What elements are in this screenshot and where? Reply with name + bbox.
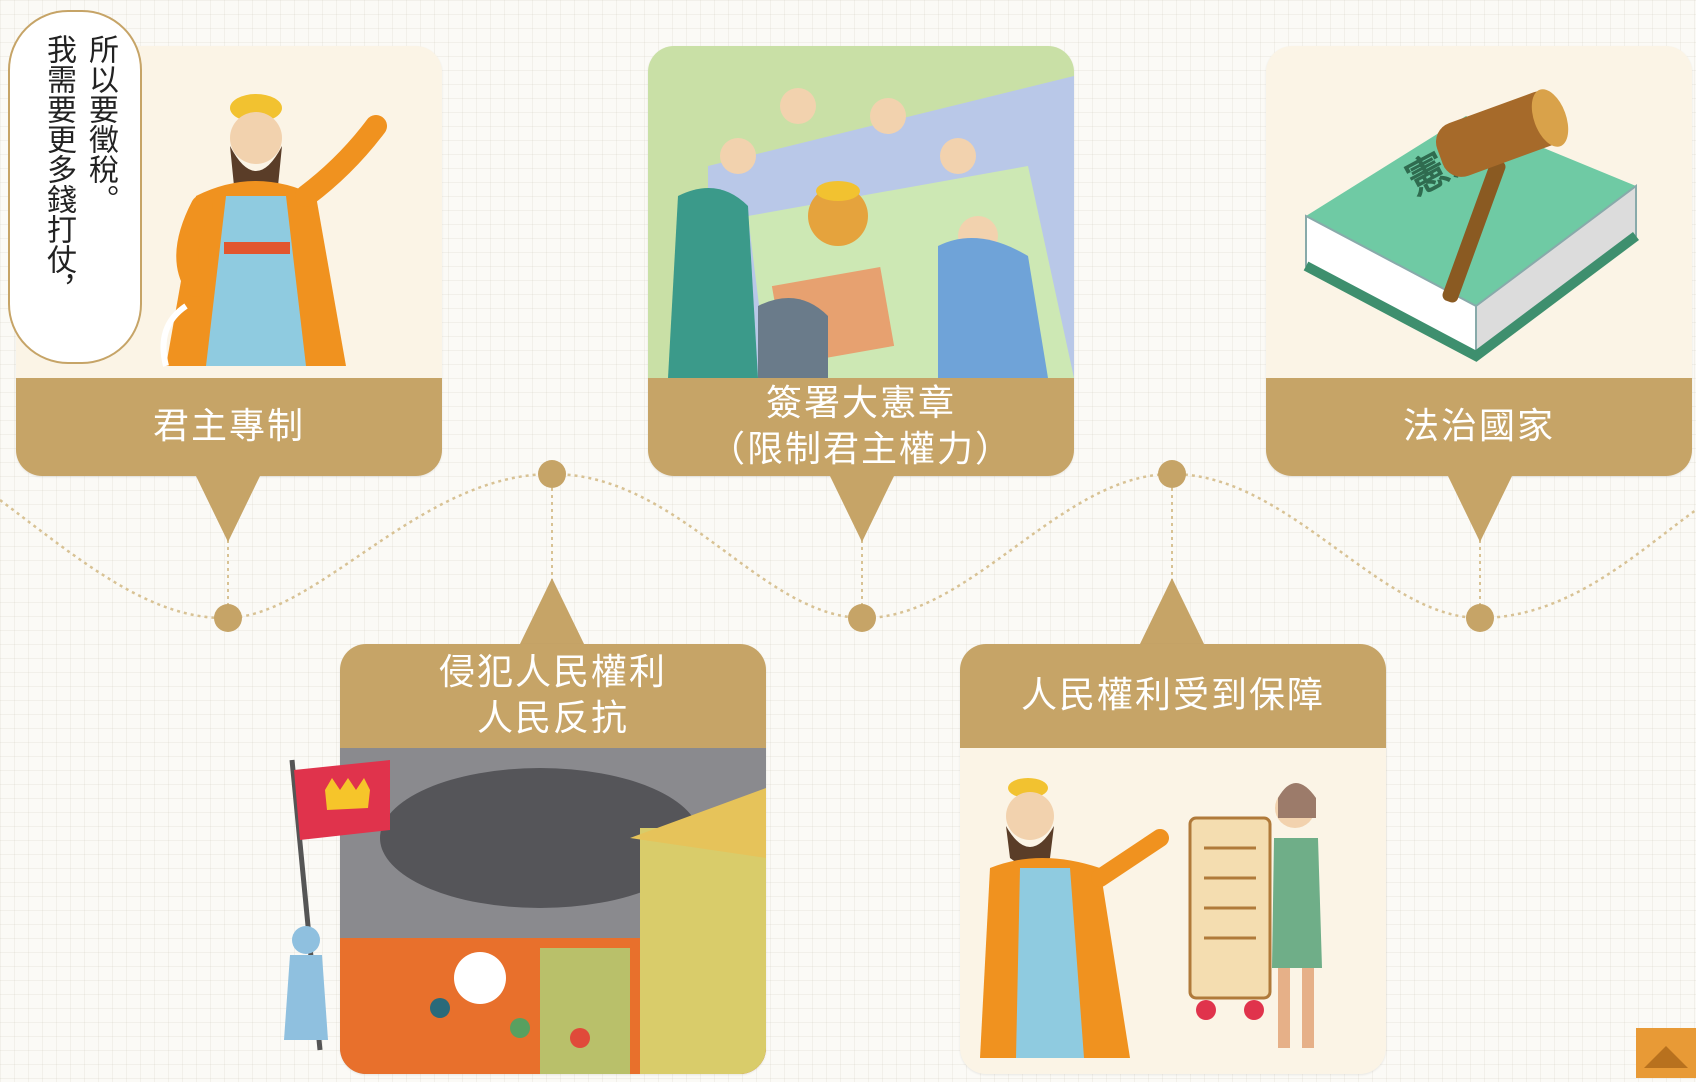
step-label-rule-of-law: 法治國家 <box>1266 378 1692 476</box>
pointer-rights-protected <box>1139 578 1205 646</box>
chevron-up-icon <box>1644 1046 1688 1068</box>
timeline-node <box>214 604 242 632</box>
king-and-peasant-illustration <box>960 748 1386 1074</box>
timeline-node <box>1466 604 1494 632</box>
speech-bubble: 所以要徵稅。 我需要更多錢打仗， <box>8 10 142 364</box>
timeline-node <box>848 604 876 632</box>
constitution-book-illustration: 憲法 <box>1266 46 1692 378</box>
pointer-magna-carta <box>829 474 895 542</box>
signing-illustration <box>648 46 1074 378</box>
step-card-magna-carta: 簽署大憲章 （限制君主權力） <box>648 46 1074 476</box>
flag-bearer-illustration <box>284 759 390 1051</box>
pointer-autocracy <box>195 474 261 542</box>
pointer-rule-of-law <box>1447 474 1513 542</box>
speech-line-1: 所以要徵稅。 <box>83 34 118 214</box>
revolt-illustration <box>340 748 766 1074</box>
pointer-rights-violated <box>519 578 585 646</box>
king-illustration <box>16 46 442 378</box>
speech-line-2: 我需要更多錢打仗， <box>41 34 76 304</box>
timeline-node <box>1158 460 1186 488</box>
step-label-rights-violated: 侵犯人民權利 人民反抗 <box>340 644 766 748</box>
timeline-node <box>538 460 566 488</box>
scroll-top-button[interactable] <box>1636 1028 1696 1078</box>
step-card-rule-of-law: 憲法 法治國家 <box>1266 46 1692 476</box>
step-card-rights-violated: 侵犯人民權利 人民反抗 <box>340 644 766 1074</box>
step-label-autocracy: 君主專制 <box>16 378 442 476</box>
step-label-rights-protected: 人民權利受到保障 <box>960 644 1386 748</box>
step-card-rights-protected: 人民權利受到保障 <box>960 644 1386 1074</box>
step-label-magna-carta: 簽署大憲章 （限制君主權力） <box>648 378 1074 476</box>
